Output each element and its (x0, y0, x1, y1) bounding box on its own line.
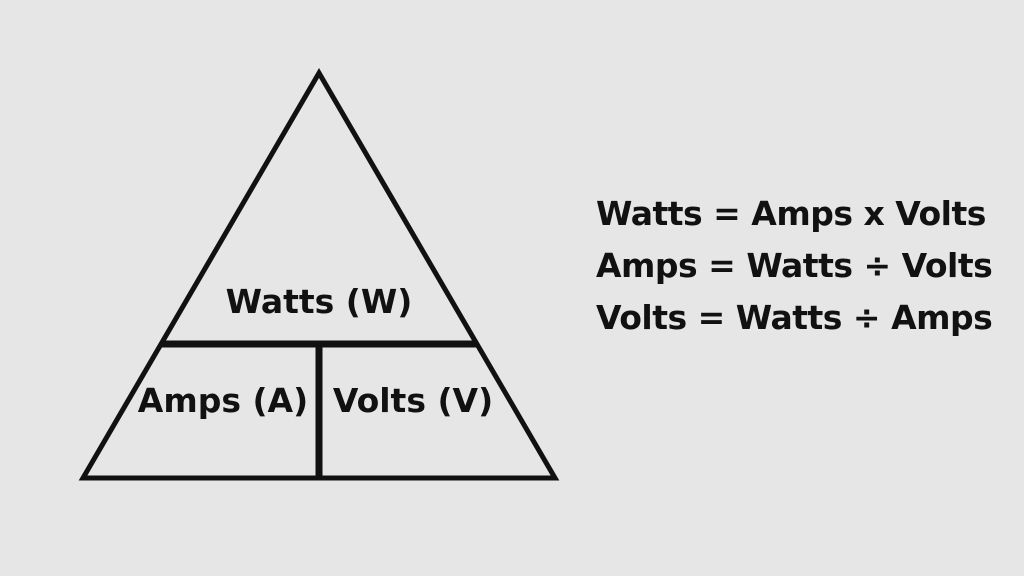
formula-watts: Watts = Amps x Volts (596, 194, 986, 233)
watts-label: Watts (W) (226, 282, 413, 321)
volts-label: Volts (V) (333, 381, 493, 420)
amps-label: Amps (A) (138, 381, 308, 420)
formula-amps: Amps = Watts ÷ Volts (596, 246, 993, 285)
formula-list: Watts = Amps x Volts Amps = Watts ÷ Volt… (596, 188, 996, 344)
formula-volts: Volts = Watts ÷ Amps (596, 298, 993, 337)
